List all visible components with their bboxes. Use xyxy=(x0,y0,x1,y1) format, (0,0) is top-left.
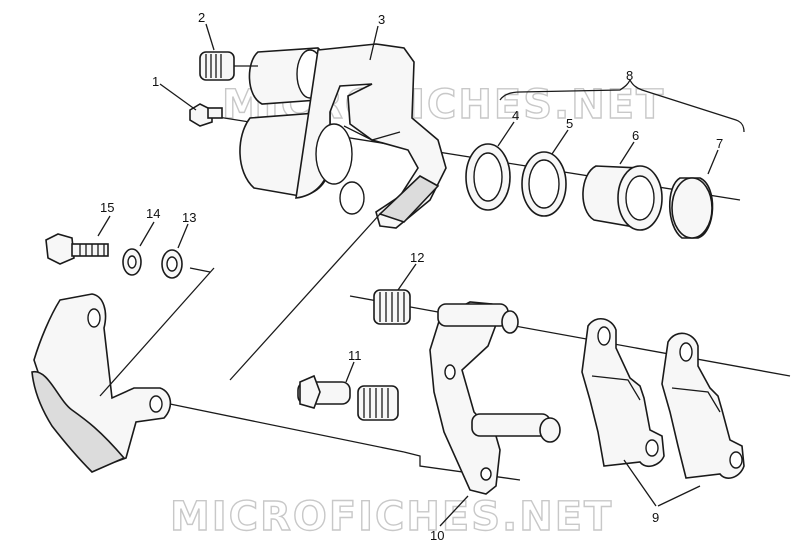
cap-7 xyxy=(669,177,714,239)
callout-2: 2 xyxy=(198,10,205,25)
caliper-body xyxy=(217,43,741,229)
callout-14: 14 xyxy=(146,206,160,221)
bleeder-plug xyxy=(199,51,258,81)
mounting-bracket xyxy=(31,293,172,473)
callout-4: 4 xyxy=(512,108,519,123)
callout-15: 15 xyxy=(100,200,114,215)
callout-12: 12 xyxy=(410,250,424,265)
piston-6 xyxy=(582,165,663,231)
group-bracket-8 xyxy=(499,78,745,133)
callout-3: 3 xyxy=(378,12,385,27)
boot-11 xyxy=(357,385,399,421)
washer-13 xyxy=(161,249,183,279)
brake-pad-b xyxy=(661,332,745,479)
bolt-15 xyxy=(45,233,109,265)
leader-bolt xyxy=(99,267,215,397)
callout-11: 11 xyxy=(348,348,362,363)
slide-bracket-10 xyxy=(429,301,561,495)
leader-lines xyxy=(97,23,719,527)
leader-bracket xyxy=(229,213,381,381)
slide-pin-11 xyxy=(297,374,351,409)
callout-10: 10 xyxy=(430,528,444,543)
seal-5 xyxy=(521,151,567,217)
watermark-bottom: MICROFICHES.NET xyxy=(170,494,613,540)
callout-1: 1 xyxy=(152,74,159,89)
callout-6: 6 xyxy=(632,128,639,143)
callout-9: 9 xyxy=(652,510,659,525)
boot-12 xyxy=(373,289,411,325)
washer-14 xyxy=(122,248,142,276)
callout-7: 7 xyxy=(716,136,723,151)
brake-pad-a xyxy=(581,318,665,468)
callout-8: 8 xyxy=(626,68,633,83)
seal-4 xyxy=(465,143,511,211)
callout-13: 13 xyxy=(182,210,196,225)
callout-5: 5 xyxy=(566,116,573,131)
bleeder-screw xyxy=(189,103,223,127)
